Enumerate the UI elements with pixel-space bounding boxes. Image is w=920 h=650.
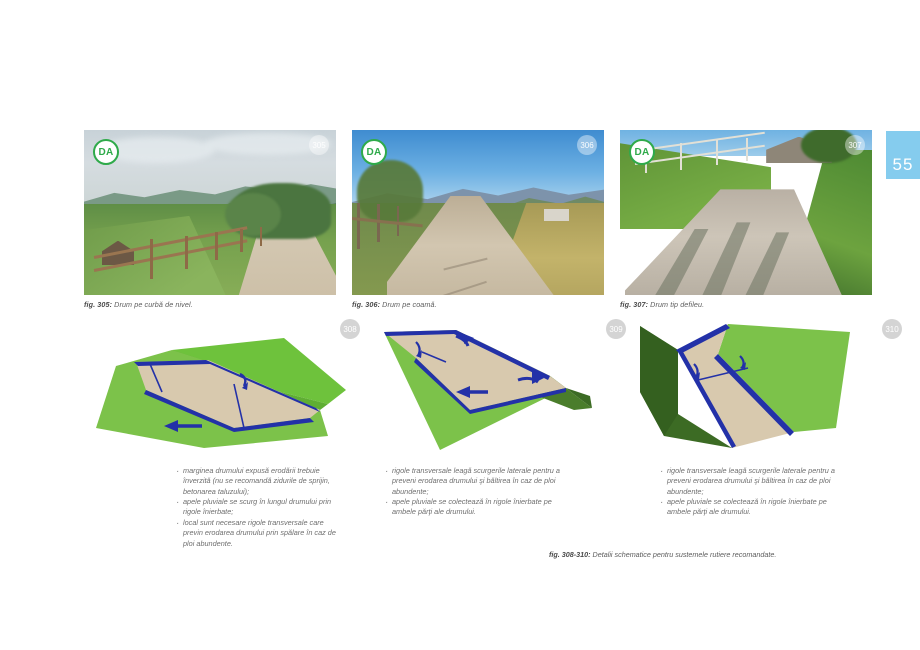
photo-306: DA 306 (352, 130, 604, 295)
flow-arrow-right-head (532, 370, 544, 384)
tree (801, 130, 857, 163)
figure-number-badge: 309 (606, 319, 626, 339)
da-badge: DA (93, 139, 119, 165)
figure-number-badge: 308 (340, 319, 360, 339)
fence-post (260, 227, 263, 246)
cross-drain-line (421, 351, 447, 363)
cross-drain-line (149, 363, 163, 393)
caption-308-310-label: fig. 308-310: (549, 550, 591, 559)
photo-306-image (352, 130, 604, 295)
caption-307-text: Drum tip defileu. (648, 300, 705, 309)
figure-number: 307 (848, 140, 862, 150)
bullet-item: apele pluviale se colectează în rigole î… (660, 496, 845, 518)
caption-308-310: fig. 308-310: Detalii schematice pentru … (549, 550, 776, 559)
cross-drain-line (233, 383, 245, 429)
road-surface (136, 360, 320, 428)
bullets-308: marginea drumului expusă erodării trebui… (176, 465, 336, 549)
caption-306: fig. 306: Drum pe coamă. (352, 300, 437, 309)
bullet-item: local sunt necesare rigole transversale … (176, 517, 336, 549)
figure-number-badge: 305 (309, 135, 329, 155)
caption-306-text: Drum pe coamă. (380, 300, 437, 309)
flow-arrow-small-head (694, 372, 700, 380)
road-surface (384, 330, 566, 410)
caption-308-310-text: Detalii schematice pentru sustemele ruti… (590, 550, 777, 559)
page-number-tab: 55 (886, 131, 920, 179)
road-edge-left (678, 350, 736, 448)
bullets-310-list: rigole transversale leagă scurgerile lat… (660, 465, 845, 518)
upper-slope (172, 338, 346, 404)
road-surface (678, 324, 794, 448)
road-edge-top (676, 324, 730, 354)
caption-305: fig. 305: Drum pe curbă de nivel. (84, 300, 193, 309)
road-edge-right (714, 354, 794, 436)
caption-306-label: fig. 306: (352, 300, 381, 309)
diagram-309-svg (384, 330, 592, 450)
fence-post (357, 202, 361, 249)
diagram-310: 310 (636, 318, 902, 458)
flow-arrow-top-head (464, 334, 474, 344)
bullet-item: marginea drumului expusă erodării trebui… (176, 465, 336, 497)
diagram-308: 308 (84, 318, 360, 468)
figure-number: 306 (580, 140, 594, 150)
cross-drain-line (697, 367, 749, 381)
figure-number: 310 (885, 324, 899, 334)
figure-number: 308 (343, 324, 357, 334)
road-edge-lower (414, 358, 566, 414)
flow-arrow-small-head (740, 362, 746, 370)
fence-post (240, 229, 244, 253)
diagram-308-svg (96, 338, 346, 448)
flow-arrow-main-head (456, 386, 470, 398)
fence-post (184, 235, 188, 269)
photo-305: DA 305 (84, 130, 336, 295)
diagram-310-svg (640, 324, 850, 448)
fence-post (377, 204, 381, 243)
left-slope-face (640, 326, 678, 436)
figure-number-badge: 306 (577, 135, 597, 155)
caption-305-text: Drum pe curbă de nivel. (112, 300, 193, 309)
figure-number-badge: 307 (845, 135, 865, 155)
bullet-item: apele pluviale se scurg în lungul drumul… (176, 496, 336, 518)
caption-305-label: fig. 305: (84, 300, 113, 309)
da-badge-label: DA (98, 146, 114, 158)
da-badge: DA (629, 139, 655, 165)
fence-post (149, 238, 153, 279)
da-badge-label: DA (366, 146, 382, 158)
cloud (204, 133, 331, 155)
da-badge: DA (361, 139, 387, 165)
fence-post (215, 232, 219, 261)
page-number: 55 (892, 155, 914, 174)
da-badge-label: DA (634, 146, 650, 158)
bullets-310: rigole transversale leagă scurgerile lat… (660, 465, 845, 518)
flow-arrow-small-head (416, 350, 422, 358)
bullets-309-list: rigole transversale leagă scurgerile lat… (385, 465, 570, 518)
figure-number-badge: 310 (882, 319, 902, 339)
flow-arrow-small-head (242, 382, 248, 390)
right-slope (718, 324, 850, 432)
bullet-item: rigole transversale leagă scurgerile lat… (385, 465, 570, 497)
figure-number: 305 (312, 140, 326, 150)
road-edge-upper (134, 360, 320, 412)
bullet-item: rigole transversale leagă scurgerile lat… (660, 465, 845, 497)
caption-307-label: fig. 307: (620, 300, 649, 309)
diagram-309: 309 (360, 318, 626, 458)
bullet-item: apele pluviale se colectează în rigole î… (385, 496, 570, 518)
fence-post (397, 205, 400, 236)
tree-cluster (357, 159, 423, 223)
photo-307-image (620, 130, 872, 295)
figure-number: 309 (609, 324, 623, 334)
photo-307: DA 307 (620, 130, 872, 295)
fence-post (715, 139, 718, 165)
caption-307: fig. 307: Drum tip defileu. (620, 300, 704, 309)
fence-post (680, 143, 683, 170)
bullets-308-list: marginea drumului expusă erodării trebui… (176, 465, 336, 549)
farmhouse (543, 209, 569, 221)
flow-arrow-small (239, 372, 247, 387)
photo-305-image (84, 130, 336, 295)
flow-arrow-main-head (164, 420, 178, 432)
bullets-309: rigole transversale leagă scurgerile lat… (385, 465, 570, 518)
fence-post (746, 138, 748, 162)
